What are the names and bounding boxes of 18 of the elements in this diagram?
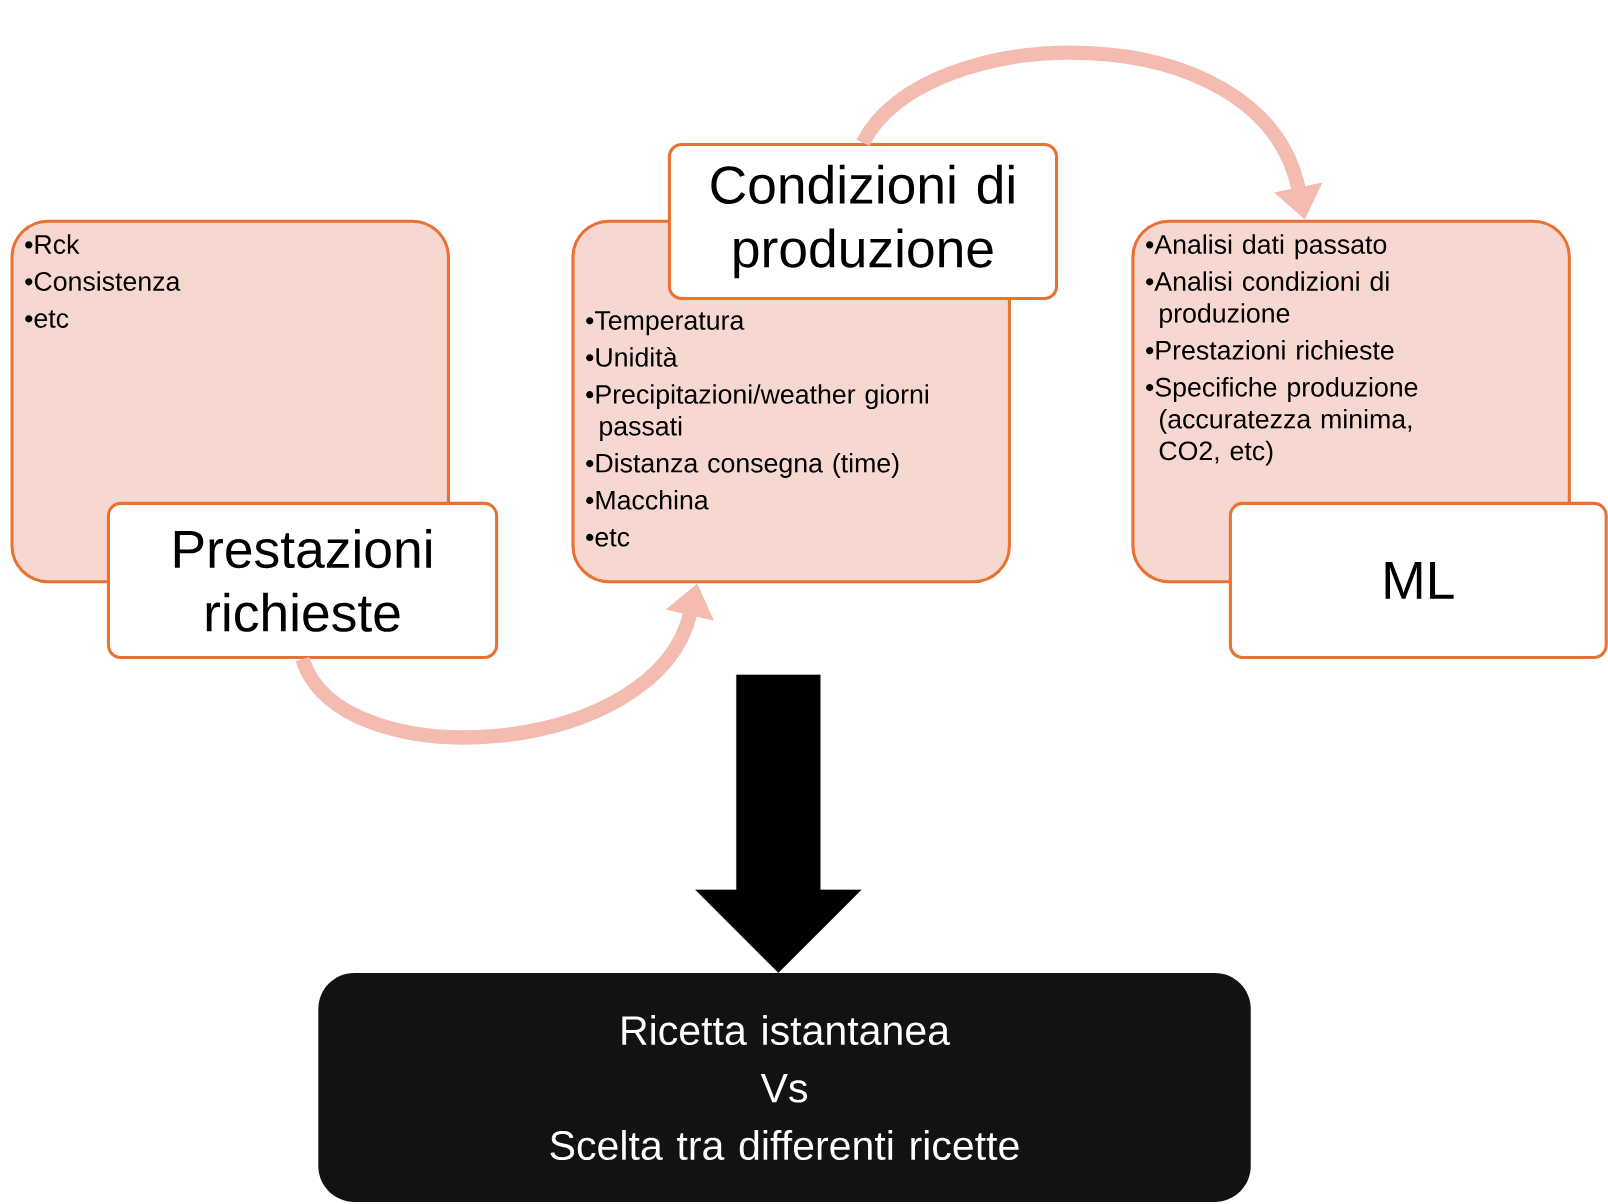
list-item: •Unidità: [586, 346, 678, 367]
list-item: •Specifiche produzione (accuratezza minima, CO2, etc): [1146, 377, 1418, 466]
list-item: •Rck: [25, 234, 80, 254]
list-item: •Consistenza: [25, 271, 181, 291]
list-item: •Prestazioni richieste: [1146, 340, 1394, 360]
result-box: Ricetta istantanea Vs Scelta tra differenti ricette: [318, 973, 1251, 1203]
title-box: ML: [1228, 501, 1608, 659]
list-item: •Precipitazioni/weather giorni passati: [586, 384, 928, 441]
block-arrow: [695, 674, 862, 973]
title-box: Prestazioni richieste: [106, 501, 499, 659]
list-item: •Distanza consegna (time): [586, 453, 899, 478]
list-item: •Temperatura: [586, 311, 745, 336]
list-item: •Analisi dati passato: [1146, 234, 1387, 260]
list-item: •Analisi condizioni di produzione: [1146, 271, 1389, 329]
list-item: •Macchina: [586, 490, 709, 510]
list-item: •etc: [25, 310, 69, 328]
title-box: Condizioni di produzione: [667, 142, 1059, 301]
list-item: •etc: [586, 529, 630, 547]
